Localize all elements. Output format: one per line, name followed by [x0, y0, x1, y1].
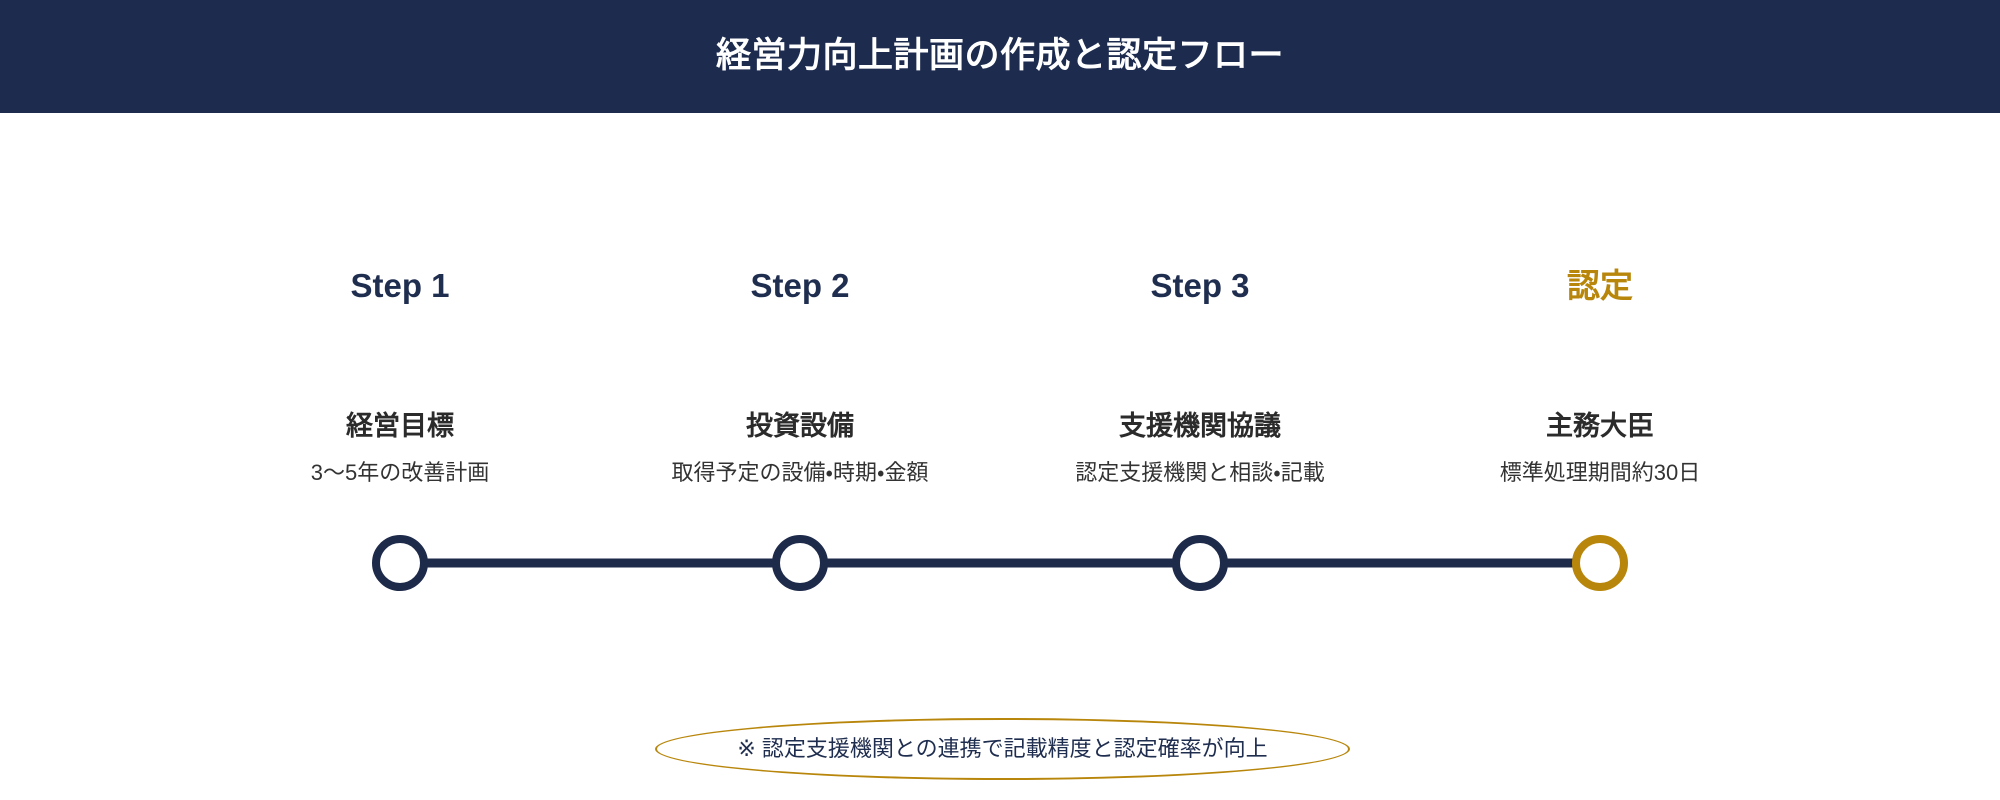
timeline-step-1[interactable]: Step 1 経営目標 3〜5年の改善計画	[200, 113, 600, 693]
footnote-ellipse-outline	[655, 718, 1350, 780]
step-index-label: 認定	[1567, 267, 1633, 304]
step-index-label: Step 3	[1150, 267, 1250, 304]
step-description: 認定支援機関と相談・記載	[1075, 460, 1325, 485]
page-title: 経営力向上計画の作成と認定フロー	[715, 36, 1284, 76]
step-title: 投資設備	[746, 411, 854, 441]
footnote-text: ※ 認定支援機関との連携で記載精度と認定確率が向上	[737, 735, 1268, 761]
step-node-circle-icon	[772, 535, 828, 591]
footnote: ※ 認定支援機関との連携で記載精度と認定確率が向上	[655, 718, 1350, 780]
step-description: 3〜5年の改善計画	[310, 460, 490, 485]
header-banner: 経営力向上計画の作成と認定フロー	[0, 0, 2000, 113]
timeline-step-3[interactable]: Step 3 支援機関協議 認定支援機関と相談・記載	[1000, 113, 1400, 693]
timeline: Step 1 経営目標 3〜5年の改善計画 Step 2 投資設備 取得予定の設…	[0, 113, 2000, 693]
step-node-circle-icon	[1572, 535, 1628, 591]
step-index-label: Step 1	[350, 267, 450, 304]
step-description: 取得予定の設備・時期・金額	[671, 460, 929, 485]
timeline-steps: Step 1 経営目標 3〜5年の改善計画 Step 2 投資設備 取得予定の設…	[0, 113, 2000, 693]
step-description: 標準処理期間約30日	[1499, 460, 1701, 485]
timeline-step-2[interactable]: Step 2 投資設備 取得予定の設備・時期・金額	[600, 113, 1000, 693]
step-title: 主務大臣	[1546, 411, 1654, 441]
step-title: 経営目標	[346, 411, 454, 441]
step-node-circle-icon	[1172, 535, 1228, 591]
step-title: 支援機関協議	[1119, 411, 1281, 441]
timeline-step-certification[interactable]: 認定 主務大臣 標準処理期間約30日	[1400, 113, 1800, 693]
timeline-connector-line	[400, 558, 1600, 568]
step-node-circle-icon	[372, 535, 428, 591]
step-index-label: Step 2	[750, 267, 850, 304]
